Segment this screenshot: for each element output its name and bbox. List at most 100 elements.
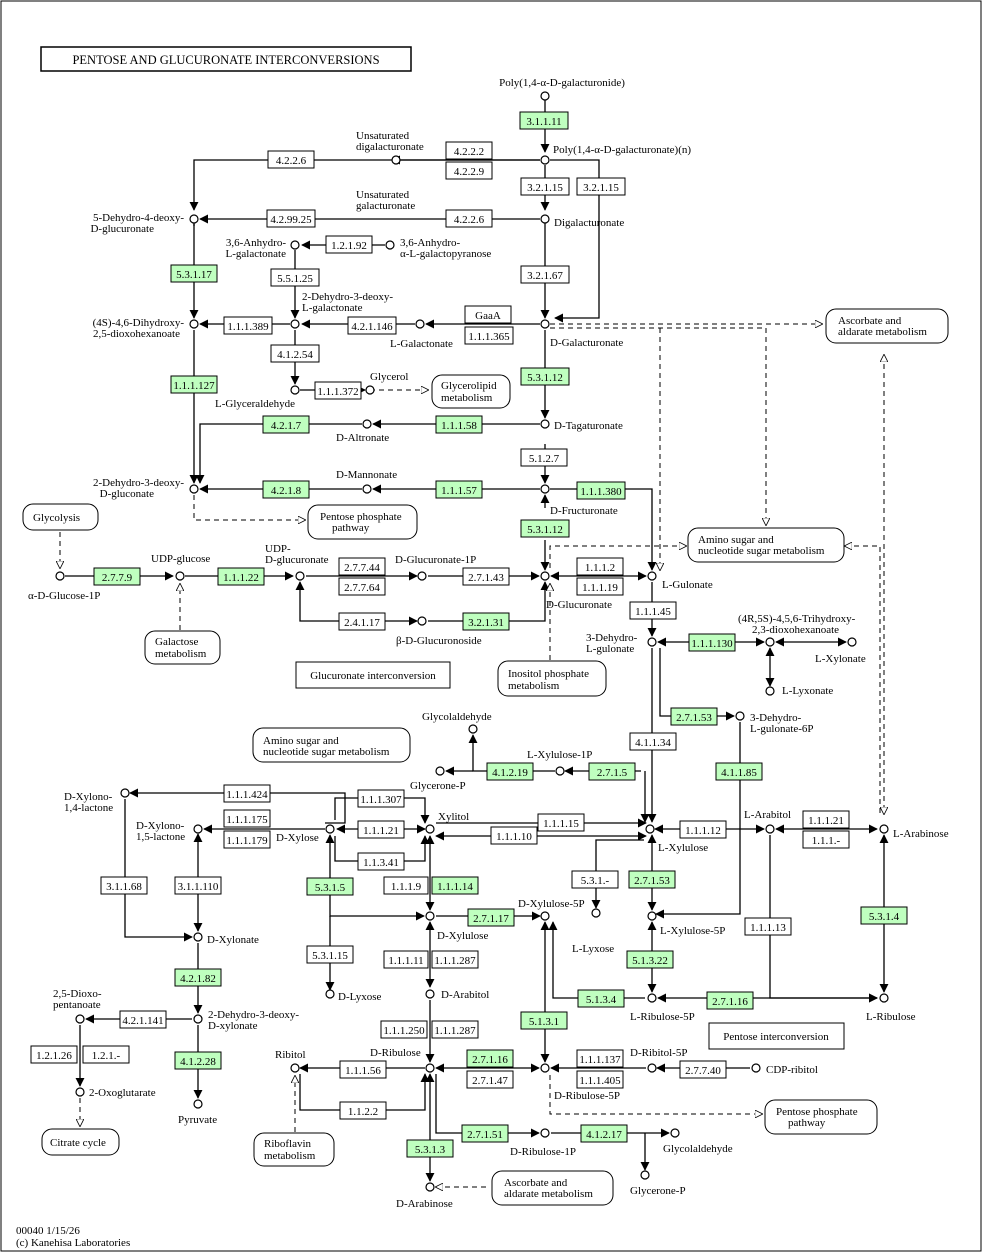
enzyme-1-1-1-9[interactable]: 1.1.1.9 bbox=[383, 876, 429, 895]
enzyme-3-1-1-11[interactable]: 3.1.1.11 bbox=[519, 111, 569, 130]
enzyme-2-7-1-16-b[interactable]: 2.7.1.16 bbox=[466, 1049, 514, 1068]
enzyme-1-1-1-127[interactable]: 1.1.1.127 bbox=[170, 375, 218, 394]
map-link-inositol[interactable]: Inositol phosphate metabolism bbox=[497, 660, 607, 697]
enzyme-4-2-1-141[interactable]: 4.2.1.141 bbox=[119, 1010, 167, 1029]
enzyme-2-7-7-9[interactable]: 2.7.7.9 bbox=[93, 567, 141, 586]
enzyme-1-1-1-10[interactable]: 1.1.1.10 bbox=[490, 826, 538, 845]
enzyme-1-1-1-11[interactable]: 1.1.1.11 bbox=[383, 950, 429, 969]
enzyme-1-1-1-175[interactable]: 1.1.1.175 bbox=[223, 809, 271, 828]
enzyme-1-1-1-137[interactable]: 1.1.1.137 bbox=[576, 1049, 624, 1068]
enzyme-5-1-3-4[interactable]: 5.1.3.4 bbox=[577, 989, 625, 1008]
enzyme-1-1-1-405[interactable]: 1.1.1.405 bbox=[576, 1070, 624, 1089]
enzyme-4-2-1-82[interactable]: 4.2.1.82 bbox=[174, 968, 222, 987]
map-link-ascorbate-2[interactable]: Ascorbate and aldarate metabolism bbox=[491, 1170, 614, 1206]
enzyme-1-2-1-92[interactable]: 1.2.1.92 bbox=[325, 235, 373, 254]
enzyme-5-3-1-12-a[interactable]: 5.3.1.12 bbox=[520, 367, 570, 386]
enzyme-1-1-1-250[interactable]: 1.1.1.250 bbox=[380, 1020, 428, 1039]
enzyme-5-1-2-7[interactable]: 5.1.2.7 bbox=[520, 448, 568, 467]
enzyme-1-1-1-21[interactable]: 1.1.1.21 bbox=[357, 820, 405, 839]
enzyme-4-1-2-17[interactable]: 4.1.2.17 bbox=[580, 1124, 628, 1143]
map-link-amino-sugar-1[interactable]: Amino sugar and nucleotide sugar metabol… bbox=[687, 527, 845, 563]
map-link-ppp-2[interactable]: Pentose phosphate pathway bbox=[764, 1099, 878, 1135]
enzyme-1-1-1-22[interactable]: 1.1.1.22 bbox=[217, 567, 265, 586]
enzyme-2-7-1-53-b[interactable]: 2.7.1.53 bbox=[628, 870, 676, 889]
enzyme-4-2-1-7[interactable]: 4.2.1.7 bbox=[262, 415, 310, 434]
enzyme-2-7-7-64[interactable]: 2.7.7.64 bbox=[338, 577, 386, 596]
enzyme-1-1-1-21-b[interactable]: 1.1.1.21 bbox=[802, 810, 850, 829]
enzyme-3-1-1-68[interactable]: 3.1.1.68 bbox=[100, 876, 148, 895]
enzyme-4-2-2-6-top[interactable]: 4.2.2.6 bbox=[267, 150, 315, 169]
enzyme-1-1-1-56[interactable]: 1.1.1.56 bbox=[339, 1060, 387, 1079]
enzyme-1-1-1-15[interactable]: 1.1.1.15 bbox=[537, 813, 585, 832]
enzyme-2-4-1-17[interactable]: 2.4.1.17 bbox=[338, 612, 386, 631]
enzyme-3-1-1-110[interactable]: 3.1.1.110 bbox=[174, 876, 222, 895]
enzyme-2-7-1-17[interactable]: 2.7.1.17 bbox=[467, 908, 515, 927]
enzyme-1-1-1-12[interactable]: 1.1.1.12 bbox=[679, 820, 727, 839]
map-link-citrate[interactable]: Citrate cycle bbox=[41, 1128, 120, 1156]
enzyme-1-1-1-372[interactable]: 1.1.1.372 bbox=[314, 381, 362, 400]
enzyme-2-7-1-5[interactable]: 2.7.1.5 bbox=[588, 762, 636, 781]
enzyme-1-1-1-287-b[interactable]: 1.1.1.287 bbox=[431, 1020, 479, 1039]
map-link-glycerolipid[interactable]: Glycerolipid metabolism bbox=[431, 374, 511, 409]
enzyme-5-3-1-4[interactable]: 5.3.1.4 bbox=[860, 906, 908, 925]
enzyme-1-1-1-424[interactable]: 1.1.1.424 bbox=[223, 784, 271, 803]
enzyme-2-7-1-53-a[interactable]: 2.7.1.53 bbox=[670, 707, 718, 726]
enzyme-4-2-2-6[interactable]: 4.2.2.6 bbox=[445, 209, 493, 228]
enzyme-5-1-3-1[interactable]: 5.1.3.1 bbox=[520, 1011, 568, 1030]
enzyme-4-2-1-146[interactable]: 4.2.1.146 bbox=[347, 316, 397, 335]
enzyme-5-1-3-22[interactable]: 5.1.3.22 bbox=[626, 950, 674, 969]
enzyme-1-1-1-58[interactable]: 1.1.1.58 bbox=[435, 415, 483, 434]
enzyme-1-1-1-19[interactable]: 1.1.1.19 bbox=[576, 577, 624, 596]
enzyme-1-1-1-365[interactable]: 1.1.1.365 bbox=[464, 326, 514, 345]
enzyme-5-3-1-12-b[interactable]: 5.3.1.12 bbox=[520, 519, 570, 538]
enzyme-1-1-1-287-a[interactable]: 1.1.1.287 bbox=[431, 950, 479, 969]
enzyme-1-1-1-57[interactable]: 1.1.1.57 bbox=[435, 480, 483, 499]
enzyme-5-3-1-dash[interactable]: 5.3.1.- bbox=[571, 870, 619, 889]
enzyme-1-1-1-45[interactable]: 1.1.1.45 bbox=[629, 601, 677, 620]
enzyme-4-1-2-19[interactable]: 4.1.2.19 bbox=[486, 762, 534, 781]
map-link-glycolysis[interactable]: Glycolysis bbox=[22, 503, 99, 531]
enzyme-3-2-1-67[interactable]: 3.2.1.67 bbox=[520, 265, 570, 284]
enzyme-2-7-1-51[interactable]: 2.7.1.51 bbox=[461, 1124, 509, 1143]
enzyme-1-1-1-179[interactable]: 1.1.1.179 bbox=[223, 830, 271, 849]
enzyme-gaaa[interactable]: GaaA bbox=[464, 305, 512, 324]
enzyme-4-2-2-2[interactable]: 4.2.2.2 bbox=[445, 141, 493, 160]
enzyme-2-7-1-16[interactable]: 2.7.1.16 bbox=[706, 991, 754, 1010]
enzyme-5-3-1-15[interactable]: 5.3.1.15 bbox=[306, 945, 354, 964]
enzyme-5-3-1-17[interactable]: 5.3.1.17 bbox=[170, 264, 218, 283]
enzyme-4-1-1-34[interactable]: 4.1.1.34 bbox=[629, 732, 677, 751]
map-link-galactose[interactable]: Galactose metabolism bbox=[144, 630, 221, 665]
enzyme-4-2-2-9[interactable]: 4.2.2.9 bbox=[445, 161, 493, 180]
enzyme-2-7-7-44[interactable]: 2.7.7.44 bbox=[338, 557, 386, 576]
enzyme-1-1-1-14[interactable]: 1.1.1.14 bbox=[431, 876, 479, 895]
enzyme-1-1-1-dash[interactable]: 1.1.1.- bbox=[802, 830, 850, 849]
enzyme-4-1-2-28[interactable]: 4.1.2.28 bbox=[174, 1051, 222, 1070]
enzyme-5-3-1-5[interactable]: 5.3.1.5 bbox=[306, 877, 354, 896]
enzyme-4-2-99-25[interactable]: 4.2.99.25 bbox=[266, 209, 316, 228]
enzyme-2-7-7-40[interactable]: 2.7.7.40 bbox=[679, 1060, 727, 1079]
map-link-ppp-1[interactable]: Pentose phosphate pathway bbox=[307, 504, 418, 540]
enzyme-1-1-1-389[interactable]: 1.1.1.389 bbox=[223, 316, 273, 335]
enzyme-1-2-1-26[interactable]: 1.2.1.26 bbox=[30, 1045, 78, 1064]
enzyme-1-1-2-2[interactable]: 1.1.2.2 bbox=[339, 1101, 387, 1120]
map-link-riboflavin[interactable]: Riboflavin metabolism bbox=[253, 1132, 335, 1167]
enzyme-4-1-2-54[interactable]: 4.1.2.54 bbox=[270, 344, 320, 363]
enzyme-1-1-1-13[interactable]: 1.1.1.13 bbox=[744, 917, 792, 936]
enzyme-3-2-1-15-a[interactable]: 3.2.1.15 bbox=[520, 177, 570, 196]
enzyme-1-1-1-130[interactable]: 1.1.1.130 bbox=[688, 633, 736, 652]
enzyme-4-2-1-8[interactable]: 4.2.1.8 bbox=[262, 480, 310, 499]
enzyme-5-3-1-3[interactable]: 5.3.1.3 bbox=[406, 1139, 454, 1158]
map-link-ascorbate-1[interactable]: Ascorbate and aldarate metabolism bbox=[825, 308, 949, 344]
enzyme-1-1-1-380[interactable]: 1.1.1.380 bbox=[576, 481, 626, 500]
enzyme-1-1-3-41[interactable]: 1.1.3.41 bbox=[357, 852, 405, 871]
enzyme-2-7-1-47[interactable]: 2.7.1.47 bbox=[466, 1070, 514, 1089]
map-link-amino-sugar-2[interactable]: Amino sugar and nucleotide sugar metabol… bbox=[252, 727, 411, 763]
enzyme-2-7-1-43[interactable]: 2.7.1.43 bbox=[462, 567, 510, 586]
enzyme-1-2-1-dash[interactable]: 1.2.1.- bbox=[82, 1045, 130, 1064]
enzyme-1-1-1-2[interactable]: 1.1.1.2 bbox=[576, 557, 624, 576]
enzyme-4-1-1-85[interactable]: 4.1.1.85 bbox=[715, 762, 763, 781]
enzyme-3-2-1-31[interactable]: 3.2.1.31 bbox=[462, 612, 510, 631]
enzyme-1-1-1-307[interactable]: 1.1.1.307 bbox=[357, 789, 405, 808]
enzyme-5-5-1-25[interactable]: 5.5.1.25 bbox=[270, 268, 320, 287]
enzyme-3-2-1-15-b[interactable]: 3.2.1.15 bbox=[576, 177, 626, 196]
